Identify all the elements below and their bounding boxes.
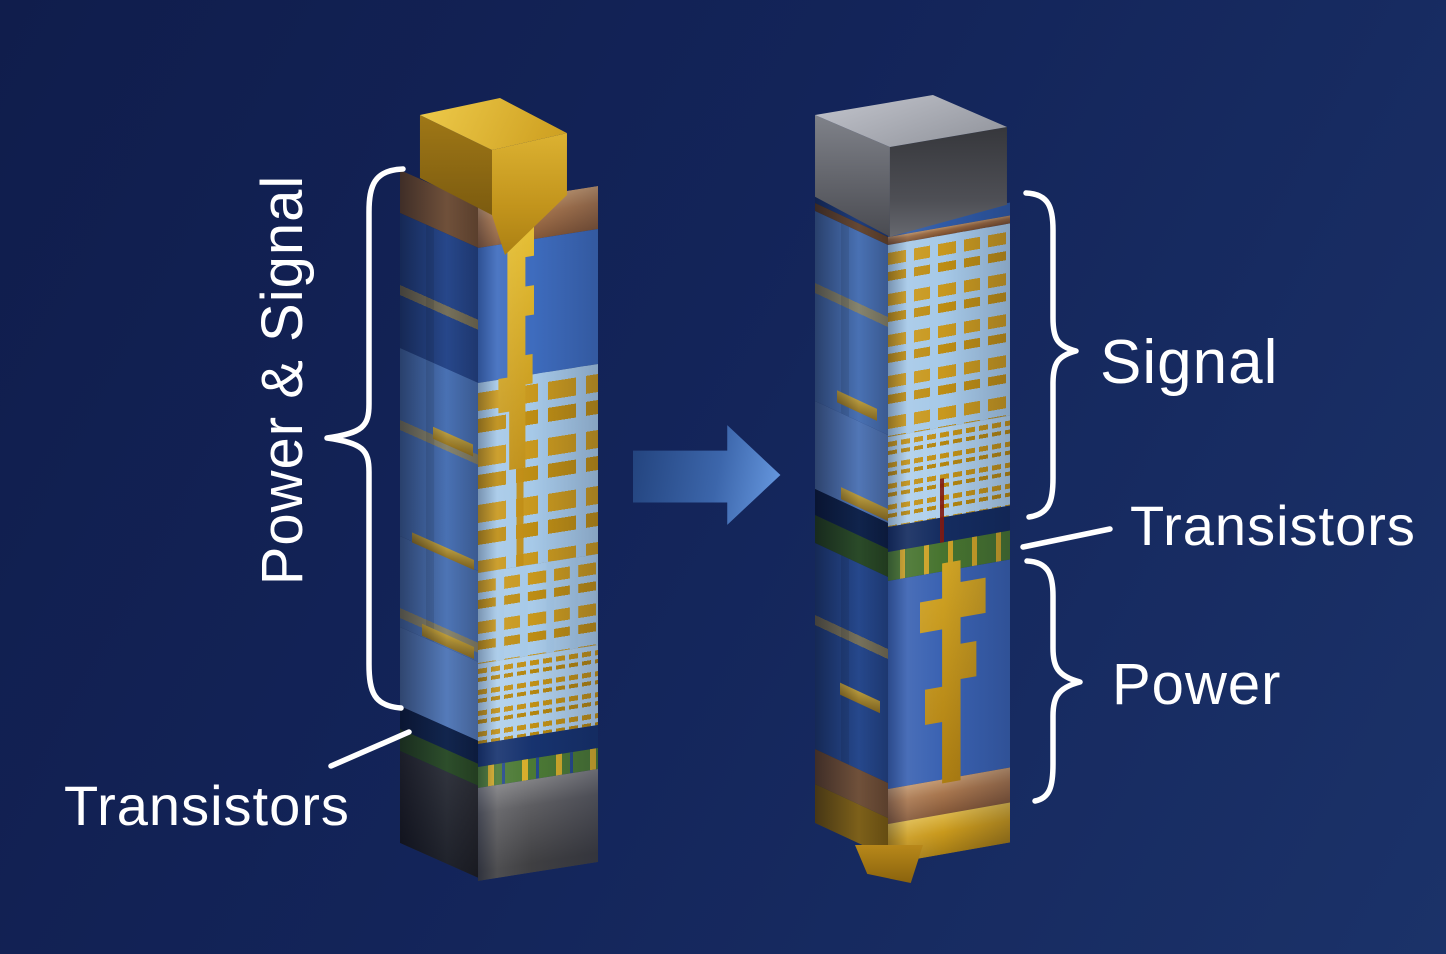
label-transistors-left: Transistors — [64, 774, 350, 837]
substrate-cap — [795, 88, 1020, 248]
chip-front-face — [478, 185, 598, 881]
brace-left-icon — [324, 166, 406, 711]
chip-left-face — [400, 170, 478, 878]
chip-layer-silicon-substrate — [478, 769, 598, 881]
label-power-and-signal: Power & Signal — [250, 174, 315, 586]
chip-layer-power-delivery — [815, 543, 888, 783]
label-transistors-right: Transistors — [1130, 494, 1416, 557]
leader-line-transistors-right — [1020, 526, 1113, 550]
chip-layer-coarse-interconnect — [478, 364, 598, 573]
label-power: Power — [1112, 652, 1282, 717]
brace-right-bottom-icon — [1024, 558, 1083, 804]
chip-left-face — [815, 190, 888, 858]
gold-bump-cap — [404, 95, 614, 255]
label-signal: Signal — [1100, 328, 1279, 397]
chip-layer-signal-coarse — [888, 223, 1010, 438]
brace-right-top-icon — [1023, 190, 1079, 520]
chip-layer-power-delivery — [888, 559, 1010, 790]
chip-front-face — [888, 202, 1010, 864]
chip-backside-power — [795, 88, 1023, 908]
transformation-arrow-icon — [633, 425, 781, 525]
chip-front-side-power — [398, 95, 616, 915]
gold-bump-foot — [855, 845, 923, 883]
